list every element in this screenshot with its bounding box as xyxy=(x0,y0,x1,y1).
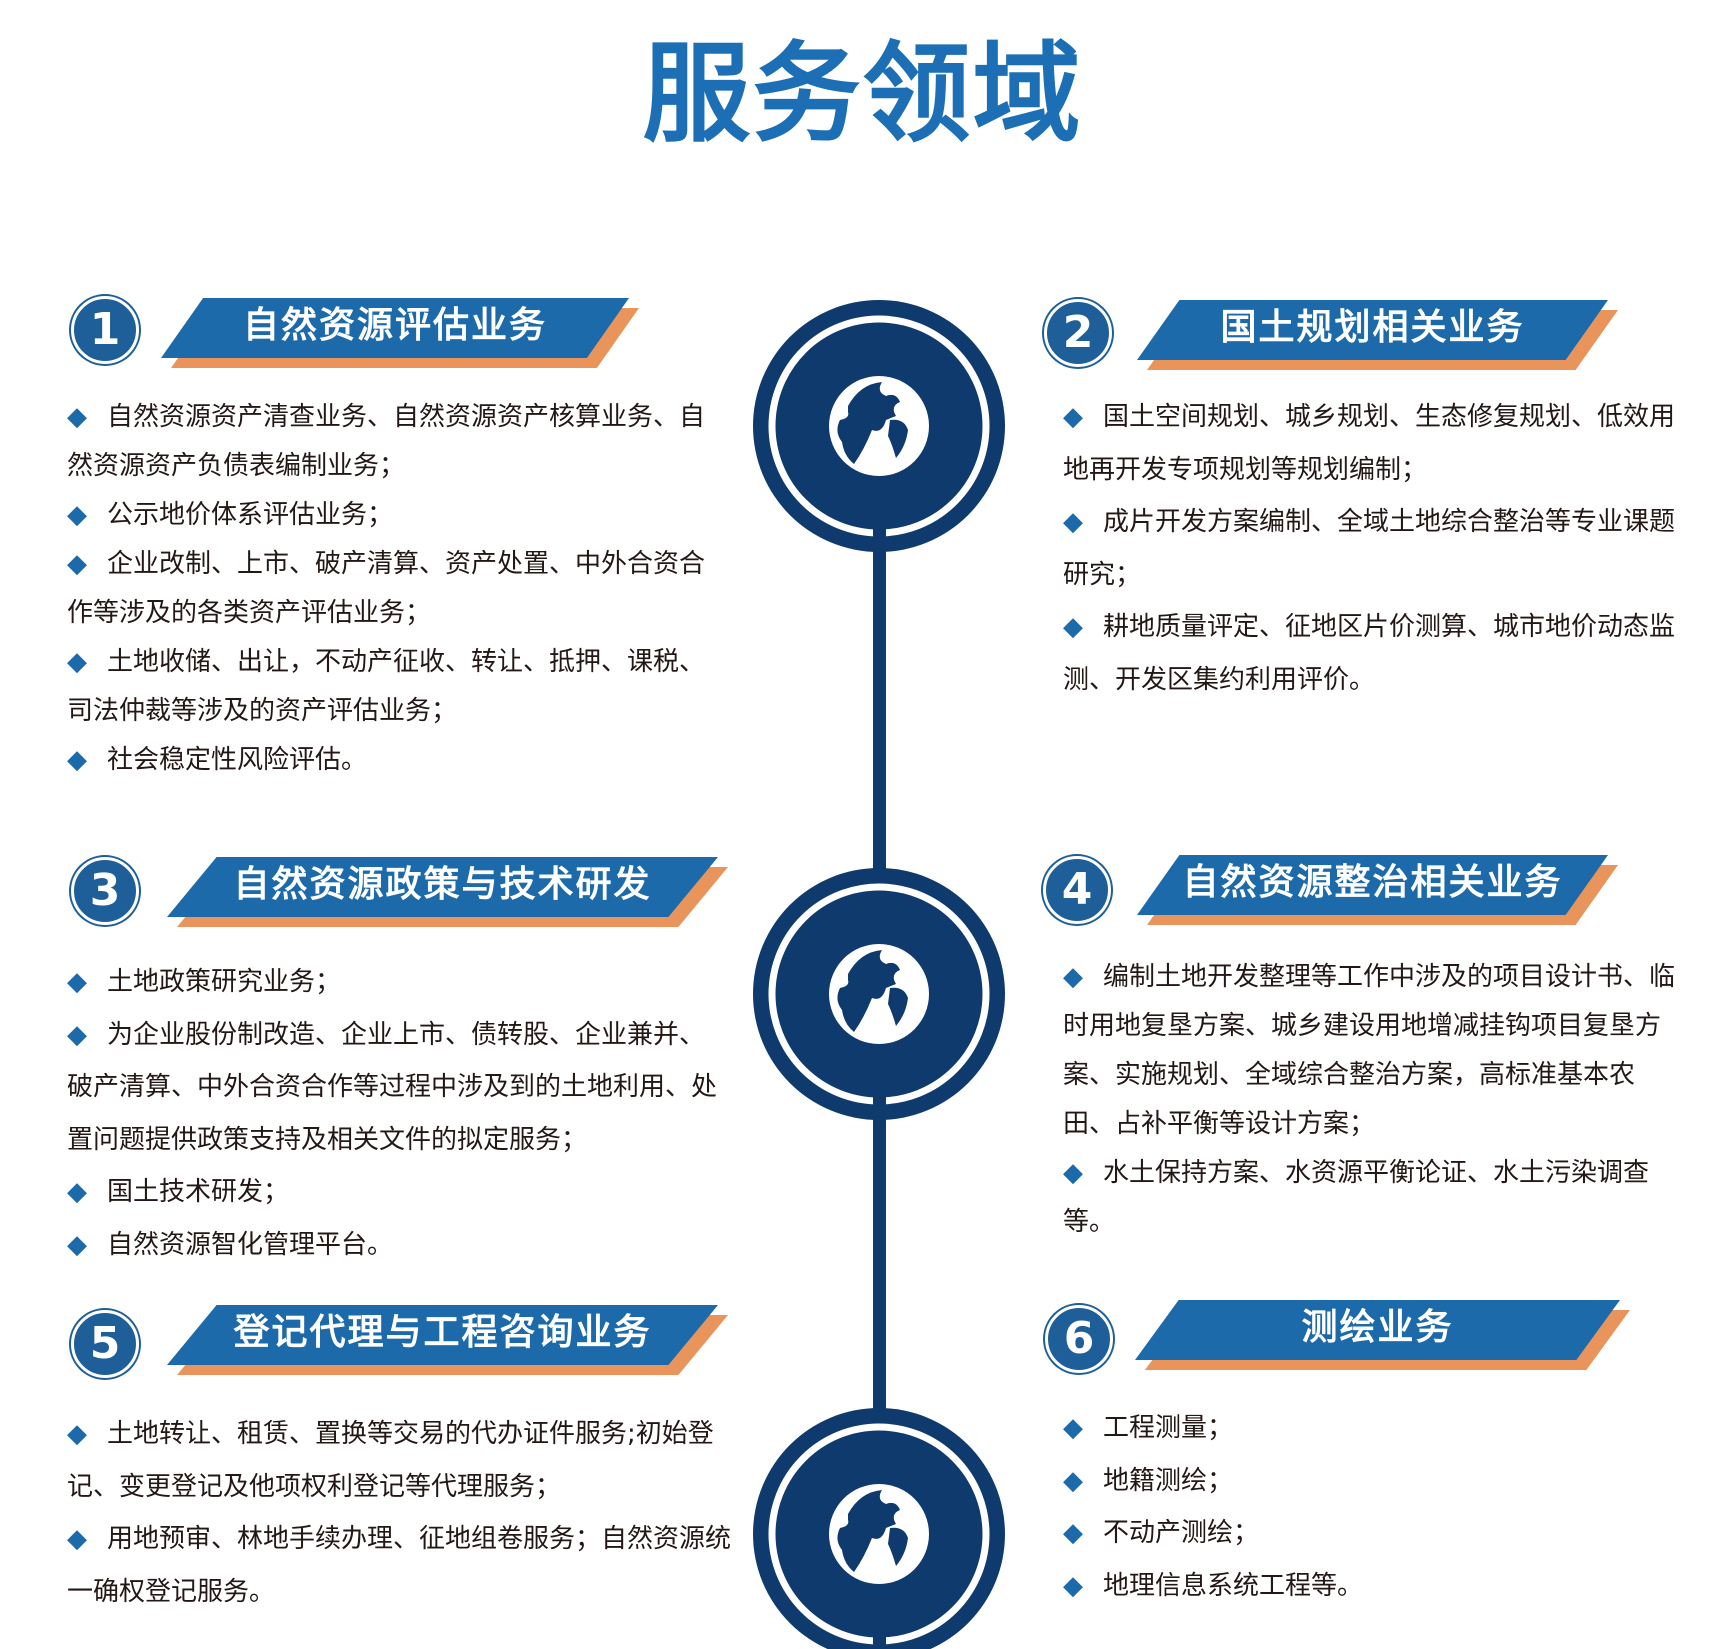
diamond-bullet-icon: ◆ xyxy=(67,1524,87,1554)
globe-node xyxy=(753,868,1005,1120)
service-list: ◆土地转让、租赁、置换等交易的代办证件服务;初始登记、变更登记及他项权利登记等代… xyxy=(67,1408,732,1618)
list-item-text: 企业改制、上市、破产清算、资产处置、中外合资合作等涉及的各类资产评估业务； xyxy=(67,549,706,628)
diamond-bullet-icon: ◆ xyxy=(1063,402,1083,432)
list-item: ◆ 社会稳定性风险评估。 xyxy=(67,736,722,785)
diamond-bullet-icon: ◆ xyxy=(1063,962,1083,992)
list-item-text: 地籍测绘； xyxy=(1103,1465,1234,1496)
list-item-text: 国土技术研发； xyxy=(107,1177,290,1207)
list-item: ◆土地收储、出让，不动产征收、转让、抵押、课税、司法仲裁等涉及的资产评估业务； xyxy=(67,638,722,736)
list-item: ◆为企业股份制改造、企业上市、债转股、企业兼并、破产清算、中外合资合作等过程中涉… xyxy=(67,1009,727,1167)
section-number-badge: 4 xyxy=(1043,856,1111,924)
list-item-text: 土地收储、出让，不动产征收、转让、抵押、课税、司法仲裁等涉及的资产评估业务； xyxy=(67,647,706,726)
diamond-bullet-icon: ◆ xyxy=(1063,1413,1083,1443)
list-item-text: 用地预审、林地手续办理、征地组卷服务；自然资源统一确权登记服务。 xyxy=(67,1524,732,1607)
diamond-bullet-icon: ◆ xyxy=(1063,612,1083,642)
globe-icon xyxy=(829,944,929,1044)
list-item-text: 国土空间规划、城乡规划、生态修复规划、低效用地再开发专项规划等规划编制； xyxy=(1063,402,1676,485)
diamond-bullet-icon: ◆ xyxy=(1063,1570,1083,1601)
diamond-bullet-icon: ◆ xyxy=(67,1419,87,1449)
list-item: ◆水土保持方案、水资源平衡论证、水土污染调查等。 xyxy=(1063,1149,1683,1247)
banner-background xyxy=(1137,300,1608,360)
section-heading-banner: 国土规划相关业务 xyxy=(1137,300,1618,370)
section-heading-banner: 测绘业务 xyxy=(1135,1300,1630,1370)
globe-node xyxy=(753,1408,1005,1649)
service-list: ◆土地政策研究业务；◆为企业股份制改造、企业上市、债转股、企业兼并、破产清算、中… xyxy=(67,956,727,1271)
section-number-badge: 1 xyxy=(71,296,139,364)
banner-background xyxy=(1135,1300,1620,1360)
diamond-bullet-icon: ◆ xyxy=(67,647,87,677)
section-heading: 自然资源政策与技术研发 xyxy=(233,864,652,905)
diamond-bullet-icon: ◆ xyxy=(67,402,87,432)
list-item-text: 自然资源资产清查业务、自然资源资产核算业务、自然资源资产负债表编制业务； xyxy=(67,402,706,481)
list-item: ◆自然资源资产清查业务、自然资源资产核算业务、自然资源资产负债表编制业务； xyxy=(67,393,722,491)
list-item-text: 不动产测绘； xyxy=(1103,1518,1260,1548)
section-heading-banner: 自然资源整治相关业务 xyxy=(1137,855,1618,925)
list-item-text: 公示地价体系评估业务； xyxy=(107,500,394,530)
banner-background xyxy=(167,1305,718,1365)
list-item-text: 为企业股份制改造、企业上市、债转股、企业兼并、破产清算、中外合资合作等过程中涉及… xyxy=(67,1019,718,1155)
list-item-text: 工程测量； xyxy=(1103,1413,1234,1443)
list-item-text: 耕地质量评定、征地区片价测算、城市地价动态监测、开发区集约利用评价。 xyxy=(1063,612,1676,695)
section-heading: 国土规划相关业务 xyxy=(1220,307,1525,348)
section-heading: 自然资源整治相关业务 xyxy=(1182,862,1563,903)
list-item: ◆ 工程测量； xyxy=(1063,1402,1683,1455)
list-item: ◆ 地理信息系统工程等。 xyxy=(1063,1560,1683,1613)
diamond-bullet-icon: ◆ xyxy=(1063,1465,1083,1496)
section-heading-banner: 登记代理与工程咨询业务 xyxy=(167,1305,728,1375)
banner-background xyxy=(167,857,718,917)
section-number-badge: 2 xyxy=(1044,299,1112,367)
diamond-bullet-icon: ◆ xyxy=(1063,507,1083,537)
list-item: ◆ 自然资源智化管理平台。 xyxy=(67,1219,727,1272)
section-heading: 自然资源评估业务 xyxy=(242,305,547,346)
diamond-bullet-icon: ◆ xyxy=(1063,1158,1083,1188)
diamond-bullet-icon: ◆ xyxy=(67,500,87,530)
diamond-bullet-icon: ◆ xyxy=(67,967,87,997)
list-item-text: 土地转让、租赁、置换等交易的代办证件服务;初始登记、变更登记及他项权利登记等代理… xyxy=(67,1419,714,1502)
section-number-badge: 3 xyxy=(71,857,139,925)
service-list: ◆自然资源资产清查业务、自然资源资产核算业务、自然资源资产负债表编制业务；◆公示… xyxy=(67,393,722,785)
service-list: ◆编制土地开发整理等工作中涉及的项目设计书、临时用地复垦方案、城乡建设用地增减挂… xyxy=(1063,953,1683,1247)
list-item: ◆成片开发方案编制、全域土地综合整治等专业课题研究； xyxy=(1063,496,1675,601)
globe-icon xyxy=(829,376,929,476)
diamond-bullet-icon: ◆ xyxy=(67,549,87,579)
list-item: ◆用地预审、林地手续办理、征地组卷服务；自然资源统一确权登记服务。 xyxy=(67,1513,732,1618)
list-item-text: 编制土地开发整理等工作中涉及的项目设计书、临时用地复垦方案、城乡建设用地增减挂钩… xyxy=(1063,962,1676,1139)
diamond-bullet-icon: ◆ xyxy=(67,1229,87,1260)
list-item: ◆国土空间规划、城乡规划、生态修复规划、低效用地再开发专项规划等规划编制； xyxy=(1063,391,1675,496)
list-item-text: 社会稳定性风险评估。 xyxy=(107,745,368,775)
section-heading-banner: 自然资源评估业务 xyxy=(161,298,639,368)
list-item: ◆企业改制、上市、破产清算、资产处置、中外合资合作等涉及的各类资产评估业务； xyxy=(67,540,722,638)
section-number-badge: 5 xyxy=(71,1310,139,1378)
list-item: ◆耕地质量评定、征地区片价测算、城市地价动态监测、开发区集约利用评价。 xyxy=(1063,601,1675,706)
list-item: ◆ 土地政策研究业务； xyxy=(67,956,727,1009)
globe-node xyxy=(753,300,1005,552)
page-title: 服务领域 xyxy=(642,32,1083,157)
list-item: ◆编制土地开发整理等工作中涉及的项目设计书、临时用地复垦方案、城乡建设用地增减挂… xyxy=(1063,953,1683,1149)
list-item-text: 成片开发方案编制、全域土地综合整治等专业课题研究； xyxy=(1063,507,1676,590)
list-item: ◆土地转让、租赁、置换等交易的代办证件服务;初始登记、变更登记及他项权利登记等代… xyxy=(67,1408,732,1513)
banner-background xyxy=(161,298,629,358)
list-item: ◆ 国土技术研发； xyxy=(67,1166,727,1219)
section-number-badge: 6 xyxy=(1045,1305,1113,1373)
diamond-bullet-icon: ◆ xyxy=(67,1019,87,1050)
service-list: ◆国土空间规划、城乡规划、生态修复规划、低效用地再开发专项规划等规划编制；◆成片… xyxy=(1063,391,1675,706)
service-list: ◆ 工程测量； ◆ 地籍测绘； ◆ 不动产测绘； ◆ 地理信息系统工程等。 xyxy=(1063,1402,1683,1612)
section-heading-banner: 自然资源政策与技术研发 xyxy=(167,857,728,927)
list-item-text: 地理信息系统工程等。 xyxy=(1103,1570,1364,1601)
list-item: ◆ 地籍测绘； xyxy=(1063,1455,1683,1508)
globe-icon xyxy=(829,1484,929,1584)
section-heading: 测绘业务 xyxy=(1301,1307,1454,1348)
diamond-bullet-icon: ◆ xyxy=(67,745,87,775)
banner-background xyxy=(1137,855,1608,915)
diamond-bullet-icon: ◆ xyxy=(67,1177,87,1207)
list-item: ◆ 不动产测绘； xyxy=(1063,1507,1683,1560)
list-item-text: 水土保持方案、水资源平衡论证、水土污染调查等。 xyxy=(1063,1158,1650,1237)
diamond-bullet-icon: ◆ xyxy=(1063,1518,1083,1548)
section-heading: 登记代理与工程咨询业务 xyxy=(233,1312,652,1353)
list-item: ◆ 公示地价体系评估业务； xyxy=(67,491,722,540)
list-item-text: 自然资源智化管理平台。 xyxy=(107,1229,394,1260)
list-item-text: 土地政策研究业务； xyxy=(107,967,342,997)
